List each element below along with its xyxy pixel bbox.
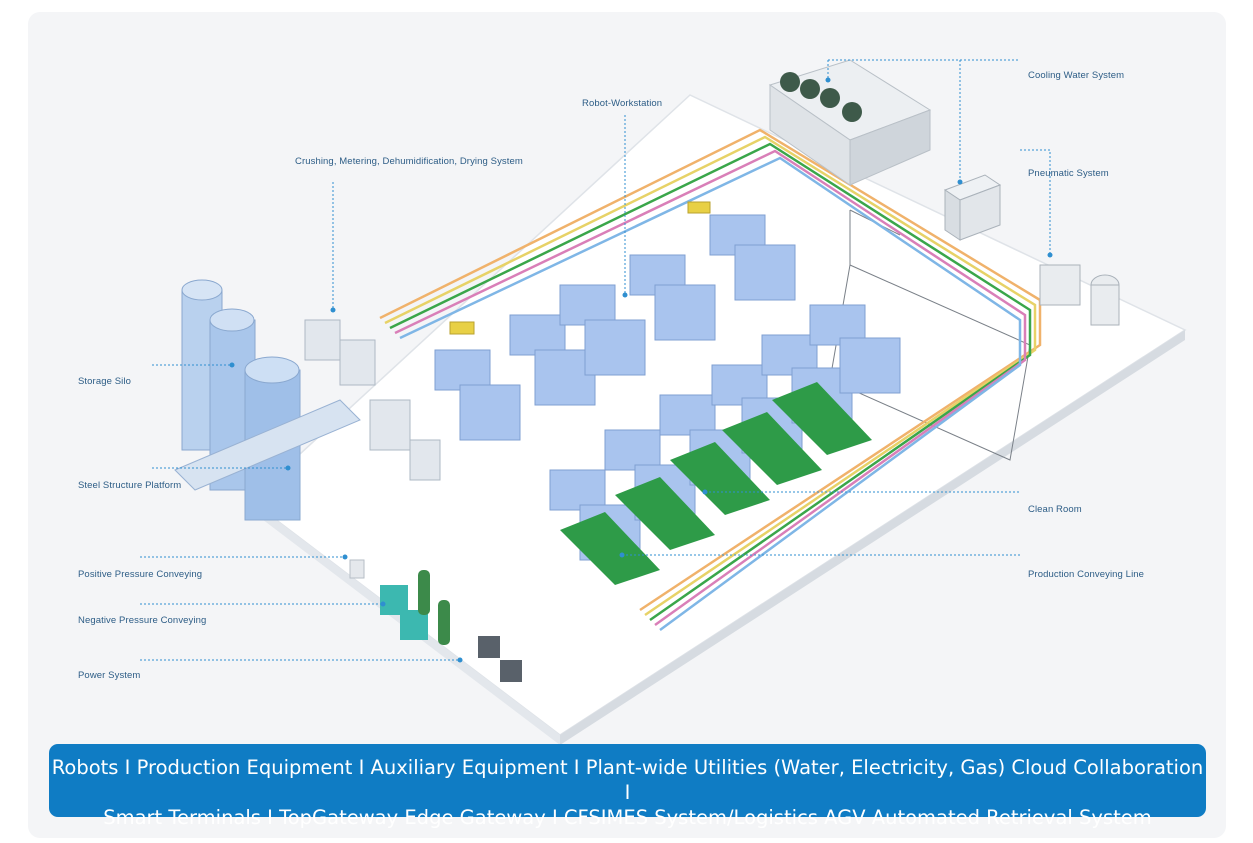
label-negative-pressure-conveying: Negative Pressure Conveying (78, 615, 207, 626)
machine-front-rows (549, 304, 901, 585)
utility-pipes (379, 128, 1042, 632)
leader-lines (140, 59, 1051, 661)
conveying-units (349, 559, 522, 682)
label-robot-workstation: Robot-Workstation (582, 98, 663, 109)
label-power-system: Power System (78, 670, 141, 681)
pneumatic-cabinet (943, 174, 1002, 241)
label-pneumatic-system: Pneumatic System (1028, 168, 1109, 179)
label-production-conveying-line: Production Conveying Line (1028, 569, 1145, 580)
machine-back-rows (434, 214, 796, 441)
label-storage-silo: Storage Silo (78, 376, 131, 387)
label-clean-room: Clean Room (1028, 504, 1082, 515)
agv-cart (449, 321, 475, 335)
banner-line-1: Robots I Production Equipment I Auxiliar… (51, 756, 1204, 804)
air-tank-group (1039, 264, 1120, 326)
agv-cart-2 (687, 201, 711, 214)
leader-dots (229, 77, 1053, 663)
label-positive-pressure-conveying: Positive Pressure Conveying (78, 569, 203, 580)
label-steel-structure-platform: Steel Structure Platform (78, 480, 182, 491)
cooling-tower-unit (768, 59, 932, 186)
label-cooling-water-system: Cooling Water System (1028, 70, 1125, 81)
banner-line-2: Smart Terminals I TopGateway Edge Gatewa… (103, 806, 1152, 829)
summary-banner: Robots I Production Equipment I Auxiliar… (49, 744, 1206, 829)
floor-side-right (560, 330, 1185, 745)
label-crushing-system: Crushing, Metering, Dehumidification, Dr… (295, 156, 523, 167)
crushing-drying-equipment (304, 319, 441, 481)
